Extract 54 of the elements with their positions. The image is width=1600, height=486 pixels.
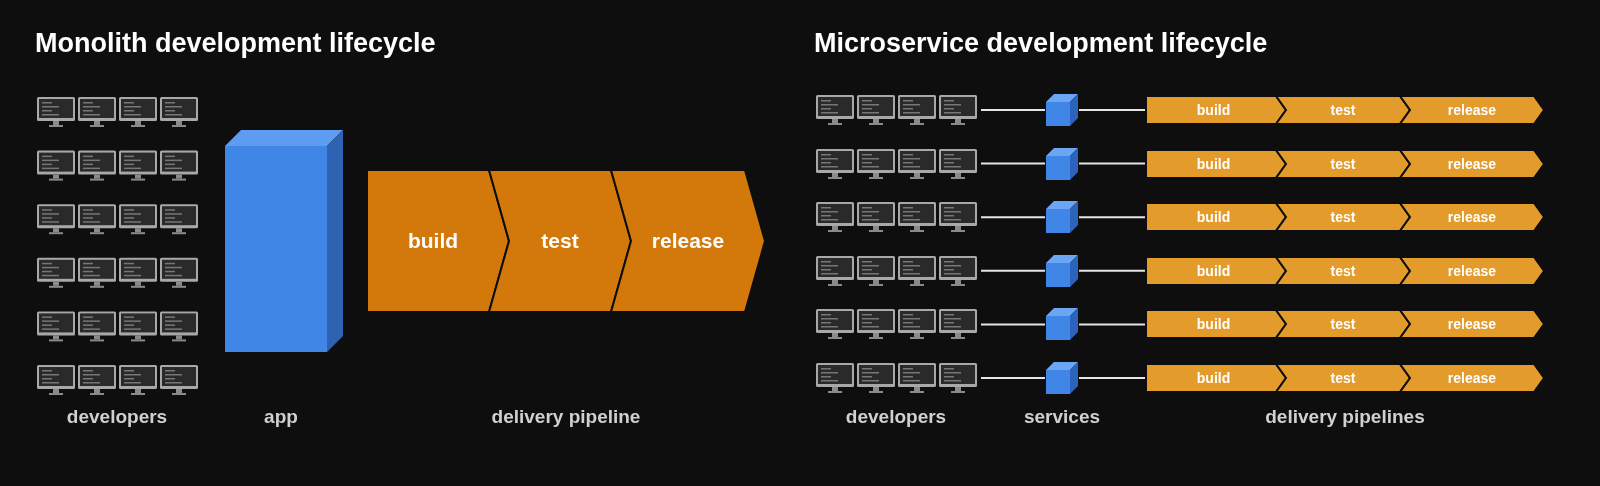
heading: Monolith development lifecycle (35, 28, 436, 59)
chevron-step: build (1146, 96, 1286, 124)
chevron-step: test (1276, 96, 1410, 124)
chevron-step: release (1400, 364, 1544, 392)
connector-line (980, 162, 1046, 165)
connector-line (980, 377, 1046, 379)
chevron-step: build (1146, 310, 1286, 339)
chevron-step: test (1276, 364, 1410, 392)
chevron-step: test (1276, 310, 1410, 339)
cube-icon (1046, 201, 1078, 234)
chevron-step: test (1276, 203, 1410, 232)
chevron-step: test (1276, 256, 1410, 285)
connector-line (980, 109, 1046, 111)
cube-icon (1046, 94, 1078, 126)
connector-line (1078, 269, 1146, 272)
block-drawing (225, 130, 343, 352)
computers-drawing (816, 148, 980, 179)
chevron-step: build (1146, 149, 1286, 178)
caption-label: delivery pipelines (1265, 406, 1425, 428)
connector-line (1078, 216, 1146, 219)
computers-drawing (816, 255, 980, 286)
computers-drawing (816, 309, 980, 340)
computers-drawing (816, 363, 980, 393)
connector-line (980, 216, 1046, 219)
node-caption: app (264, 406, 298, 428)
connector-line (1078, 377, 1146, 379)
connector-line (980, 323, 1046, 326)
caption-label: developers (845, 406, 947, 428)
computers-drawing (816, 95, 980, 125)
caption-label: services (1023, 406, 1101, 428)
connector-line (980, 269, 1046, 272)
connector-line (1078, 109, 1146, 111)
connector-line (1078, 323, 1146, 326)
chevron-step: release (611, 170, 765, 312)
chevron-step: build (1146, 256, 1286, 285)
chevron-step: release (1400, 256, 1544, 285)
chevron-step: release (1400, 203, 1544, 232)
cube-icon (1046, 362, 1078, 394)
chevron-step: release (1400, 310, 1544, 339)
chevron-step: test (1276, 149, 1410, 178)
caption-label: developers (66, 406, 168, 428)
cube-icon (1046, 147, 1078, 180)
caption-label: delivery pipeline (491, 406, 641, 428)
chevron-step: build (367, 170, 509, 312)
heading: Microservice development lifecycle (814, 28, 1268, 59)
cube-icon (1046, 254, 1078, 287)
chevron-step: build (1146, 203, 1286, 232)
computers-drawing (816, 202, 980, 233)
cube-icon (1046, 308, 1078, 341)
chevron-step: build (1146, 364, 1286, 392)
connector-line (1078, 162, 1146, 165)
chevron-step: release (1400, 149, 1544, 178)
chevron-step: release (1400, 96, 1544, 124)
chevron-step: test (489, 170, 631, 312)
